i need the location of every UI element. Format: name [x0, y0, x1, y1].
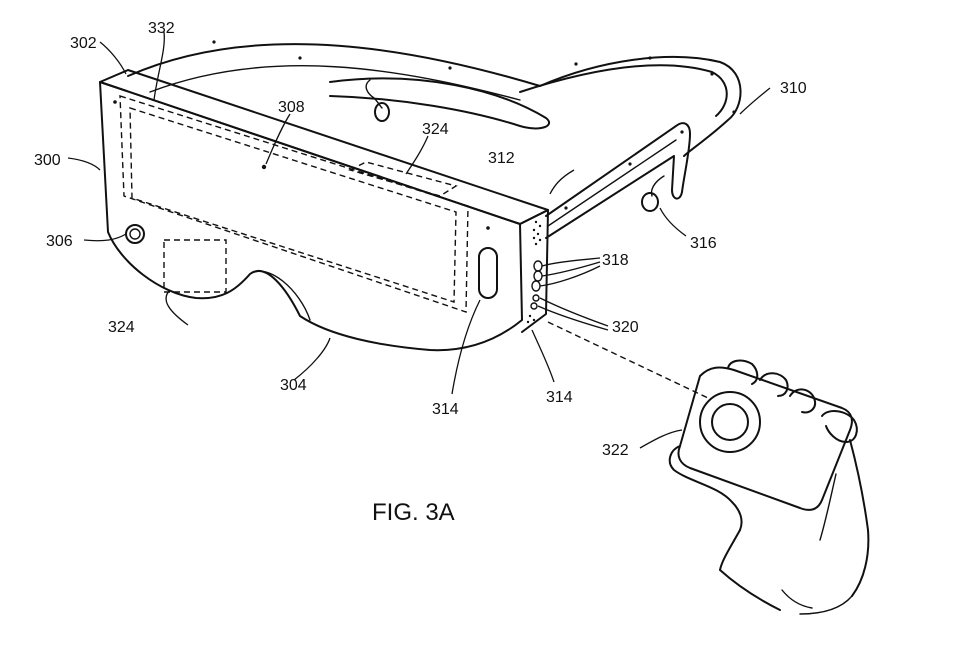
camera-lens-icon	[125, 224, 145, 244]
label-302: 302	[70, 35, 97, 52]
label-304: 304	[280, 377, 307, 394]
label-322: 322	[602, 442, 629, 459]
label-324-left: 324	[108, 319, 135, 336]
label-324-top: 324	[422, 121, 449, 138]
temple-arm	[545, 122, 691, 239]
label-308: 308	[278, 99, 305, 116]
remote-controller	[677, 366, 853, 511]
internal-display-outline-inner	[129, 107, 457, 303]
front-slot	[478, 247, 498, 299]
figure-caption: FIG. 3A	[372, 499, 455, 526]
label-300: 300	[34, 152, 61, 169]
earbud-top	[365, 79, 390, 122]
remote-button-icon	[699, 391, 761, 453]
leader-lines	[67, 31, 771, 449]
sensor-window-top	[348, 161, 458, 197]
hand-illustration	[668, 359, 870, 615]
label-310: 310	[780, 80, 807, 97]
side-connectors	[526, 294, 540, 324]
sensor-window-left	[163, 239, 227, 293]
indicator-dot	[261, 164, 267, 170]
label-332: 332	[148, 20, 175, 37]
headband-strap	[127, 43, 742, 157]
label-320: 320	[612, 319, 639, 336]
headband-dots	[212, 40, 736, 114]
label-314-side: 314	[546, 389, 573, 406]
label-306: 306	[46, 233, 73, 250]
label-314-front: 314	[432, 401, 459, 418]
earbud-side	[641, 175, 665, 212]
label-316: 316	[690, 235, 717, 252]
speaker-grille-icon	[532, 220, 542, 246]
internal-display-outline-path	[119, 95, 469, 313]
label-318: 318	[602, 252, 629, 269]
corner-dot-right	[486, 226, 490, 230]
corner-dot-left	[113, 100, 117, 104]
display-housing	[99, 69, 549, 352]
label-312: 312	[488, 150, 515, 167]
